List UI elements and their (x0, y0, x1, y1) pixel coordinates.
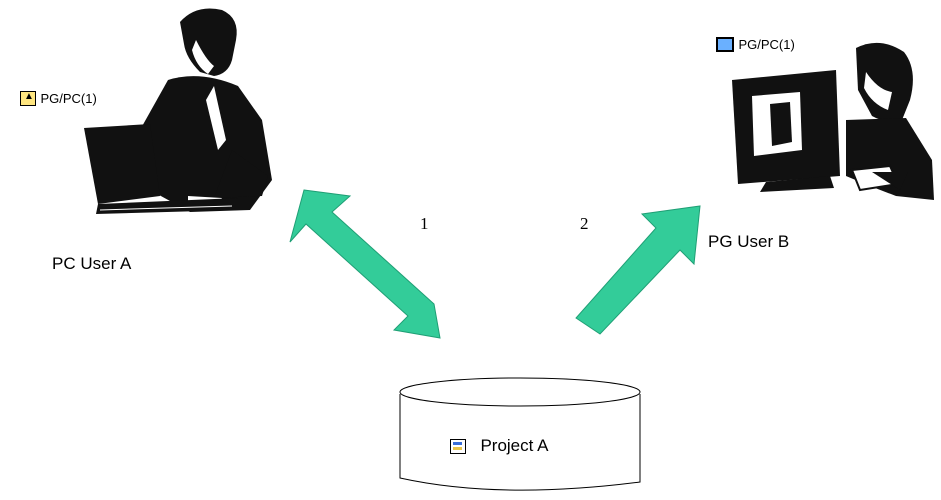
station-tag-user-b: PG/PC(1) (716, 36, 795, 54)
station-tag-user-a: ▲ PG/PC(1) (20, 90, 97, 108)
project-entry: Project A (450, 436, 549, 456)
station-tag-user-a-label: PG/PC(1) (40, 91, 97, 106)
pg-user-b-figure (732, 42, 934, 200)
arrow-1-label: 1 (420, 214, 429, 233)
project-icon (450, 439, 466, 455)
project-database (399, 377, 641, 491)
pg-user-b-label: PG User B (708, 232, 790, 251)
station-tag-user-b-label: PG/PC(1) (738, 37, 795, 52)
arrow-2-label: 2 (580, 214, 589, 233)
arrow-1 (289, 189, 441, 339)
pc-user-a-figure (84, 8, 272, 214)
monitor-station-icon (716, 37, 734, 53)
arrow-2 (575, 205, 701, 335)
project-label: Project A (480, 436, 549, 455)
upload-station-icon: ▲ (20, 91, 36, 107)
pc-user-a-label: PC User A (52, 254, 132, 273)
